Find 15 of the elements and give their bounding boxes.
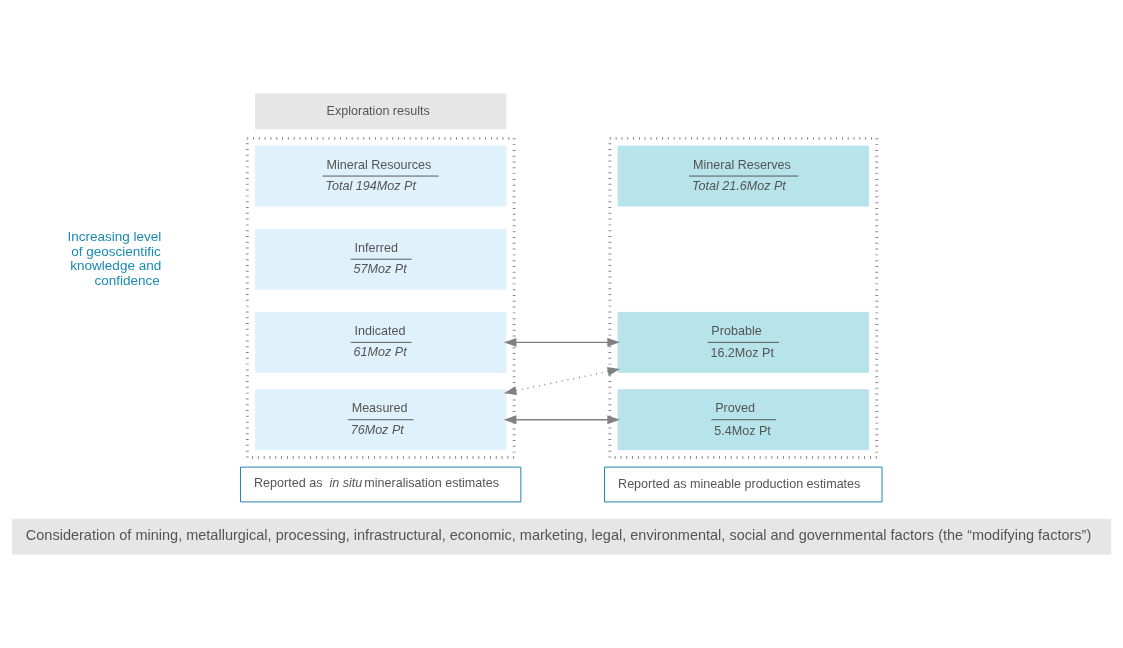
node-box: Measured 76Moz Pt: [254, 389, 507, 451]
node-box: Consideration of mining, metallurgical, processing, infrastructural, economic, marketing, legal, environmental, social and governmental factors (the “modifying factors”): [11, 518, 1112, 555]
arrow: [503, 367, 621, 395]
label: Increasing level of geoscientific knowledge and confidence: [67, 229, 162, 288]
node-box: Reported as mineable production estimates: [604, 466, 883, 503]
arrow: [503, 337, 620, 347]
node-box: Reported as in situ mineralisation estimates: [240, 466, 522, 503]
node-box: Indicated 61Moz Pt: [254, 311, 507, 373]
node-box: Mineral Resources Total 194Moz Pt: [254, 145, 507, 207]
node-box: Exploration results: [254, 93, 507, 130]
node-box: Mineral Reserves Total 21.6Moz Pt: [617, 145, 869, 207]
node-box: Probable 16.2Moz Pt: [617, 311, 869, 373]
node-box: Proved 5.4Moz Pt: [617, 389, 869, 451]
node-box: Inferred 57Moz Pt: [254, 228, 507, 290]
arrow: [503, 415, 620, 425]
